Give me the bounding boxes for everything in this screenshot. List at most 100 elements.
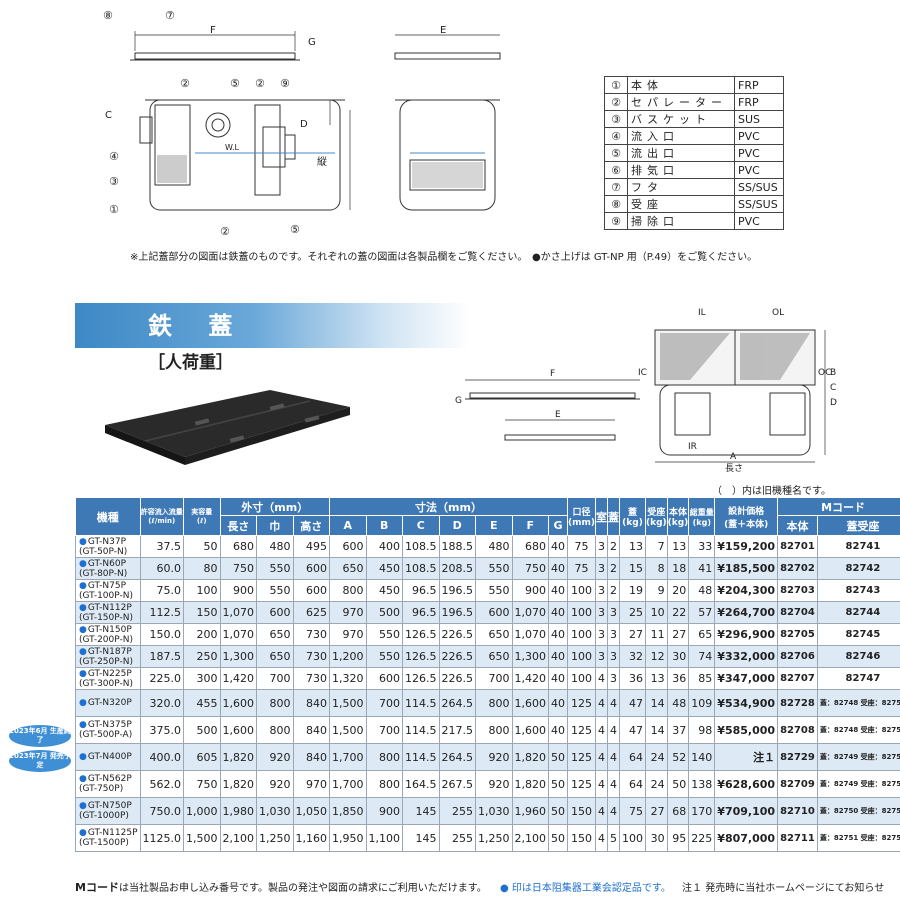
cell-sw: 30 bbox=[644, 824, 668, 852]
cell-g: 50 bbox=[548, 797, 568, 825]
cell-b: 900 bbox=[365, 797, 403, 825]
cell-m1: 82709 bbox=[777, 770, 818, 798]
cell-bw: 18 bbox=[666, 557, 690, 580]
cell-wid: 600 bbox=[256, 601, 294, 624]
callout-9: ⑨ bbox=[280, 77, 290, 90]
th-total-weight: 総重量(kg) bbox=[688, 497, 716, 536]
cell-rooms: 4 bbox=[594, 770, 608, 798]
cell-flow: 60.0 bbox=[139, 557, 184, 580]
cell-sw: 9 bbox=[644, 579, 668, 602]
part-name: 流入口 bbox=[627, 127, 735, 145]
cell-lid: 2 bbox=[606, 579, 620, 602]
model-name: GT-N375P bbox=[87, 720, 132, 730]
old-model-name: (GT-100P-N) bbox=[79, 590, 133, 601]
cell-a: 1,320 bbox=[329, 667, 367, 690]
cell-len: 1,300 bbox=[219, 645, 257, 668]
certified-mark-icon: ● bbox=[79, 752, 87, 762]
cell-flow: 1125.0 bbox=[139, 824, 184, 852]
cell-m1: 82711 bbox=[777, 824, 818, 852]
cell-f: 1,820 bbox=[511, 770, 549, 798]
cell-m1: 82729 bbox=[777, 743, 818, 771]
old-model-name: (GT-500P-A) bbox=[79, 730, 133, 740]
part-material: SS/SUS bbox=[734, 178, 784, 196]
cell-a: 1,500 bbox=[329, 716, 367, 744]
lower-label-ir: IR bbox=[688, 442, 697, 452]
old-model-name: (GT-50P-N) bbox=[79, 546, 128, 557]
cell-e: 920 bbox=[475, 743, 513, 771]
cell-c: 126.5 bbox=[402, 645, 440, 668]
callout-2a: ② bbox=[180, 77, 190, 90]
part-material: PVC bbox=[734, 161, 784, 179]
cell-bw: 52 bbox=[666, 743, 690, 771]
cell-f: 1,420 bbox=[511, 667, 549, 690]
model-cell: ●GT-N37P(GT-50P-N) bbox=[75, 535, 141, 558]
lower-label-b: B bbox=[830, 368, 836, 378]
cell-len: 1,600 bbox=[219, 689, 257, 717]
cell-c: 164.5 bbox=[402, 770, 440, 798]
cell-e: 480 bbox=[475, 535, 513, 558]
spec-table: 機種 許容流入流量(ℓ/min) 実容量(ℓ) 外寸（mm） 寸法（mm） 口径… bbox=[75, 497, 900, 852]
cell-bw: 95 bbox=[666, 824, 690, 852]
cell-b: 400 bbox=[365, 535, 403, 558]
model-name: GT-N1125P bbox=[87, 828, 138, 838]
th-mcode: Mコード bbox=[777, 497, 900, 516]
th-model: 機種 bbox=[75, 497, 141, 536]
cell-wid: 920 bbox=[256, 770, 294, 798]
cell-tw: 138 bbox=[688, 770, 716, 798]
cell-vol: 200 bbox=[183, 623, 221, 646]
cell-len: 680 bbox=[219, 535, 257, 558]
part-number: ⑥ bbox=[604, 161, 628, 179]
cell-d: 264.5 bbox=[438, 743, 476, 771]
cell-d: 264.5 bbox=[438, 689, 476, 717]
cell-bw: 68 bbox=[666, 797, 690, 825]
cell-d: 196.5 bbox=[438, 579, 476, 602]
cell-d: 226.5 bbox=[438, 623, 476, 646]
certified-mark-icon: ● bbox=[79, 801, 87, 811]
certified-mark-icon: ● bbox=[79, 774, 87, 784]
cell-flow: 187.5 bbox=[139, 645, 184, 668]
top-technical-drawing: F G E C D W.L 縦 ⑧ ⑦ ② ⑤ ② ⑨ ④ ③ ① ② ⑤ bbox=[103, 9, 501, 238]
model-name: GT-N37P bbox=[87, 536, 127, 547]
cell-price: ¥296,900 bbox=[714, 623, 779, 646]
cell-rooms: 3 bbox=[594, 623, 608, 646]
cell-bw: 20 bbox=[666, 579, 690, 602]
cell-m1: 82710 bbox=[777, 797, 818, 825]
part-number: ① bbox=[604, 76, 628, 94]
cell-a: 1,500 bbox=[329, 689, 367, 717]
cell-lw: 15 bbox=[618, 557, 646, 580]
th-outer-hgt: 高さ bbox=[292, 515, 330, 536]
cell-lw: 100 bbox=[618, 824, 646, 852]
cell-f: 1,960 bbox=[511, 797, 549, 825]
cell-flow: 750.0 bbox=[139, 797, 184, 825]
cell-m2: 蓋：82751 受座：82755 bbox=[816, 824, 900, 852]
model-cell: ●GT-N375P(GT-500P-A) bbox=[75, 716, 141, 744]
cell-rooms: 4 bbox=[594, 689, 608, 717]
cell-vol: 300 bbox=[183, 667, 221, 690]
cell-bore: 125 bbox=[567, 770, 596, 798]
th-outer-len: 長さ bbox=[219, 515, 257, 536]
cell-vol: 455 bbox=[183, 689, 221, 717]
lower-label-e: E bbox=[555, 410, 561, 420]
cell-m1: 82702 bbox=[777, 557, 818, 580]
section-subtitle: ［人荷重］ bbox=[148, 353, 233, 373]
cell-price: ¥585,000 bbox=[714, 716, 779, 744]
cell-lid: 3 bbox=[606, 601, 620, 624]
cell-len: 1,070 bbox=[219, 601, 257, 624]
cell-hgt: 970 bbox=[292, 770, 330, 798]
cell-g: 40 bbox=[548, 557, 568, 580]
upcoming-badge: 2023年7月 発売予定 bbox=[9, 750, 71, 772]
cell-e: 800 bbox=[475, 689, 513, 717]
callout-2c: ② bbox=[220, 225, 230, 238]
cell-f: 1,070 bbox=[511, 601, 549, 624]
part-material: SS/SUS bbox=[734, 195, 784, 213]
cell-hgt: 1,050 bbox=[292, 797, 330, 825]
part-name: 本体 bbox=[627, 76, 735, 94]
cell-g: 40 bbox=[548, 601, 568, 624]
cell-f: 1,070 bbox=[511, 623, 549, 646]
old-model-name: (GT-80P-N) bbox=[79, 568, 128, 579]
